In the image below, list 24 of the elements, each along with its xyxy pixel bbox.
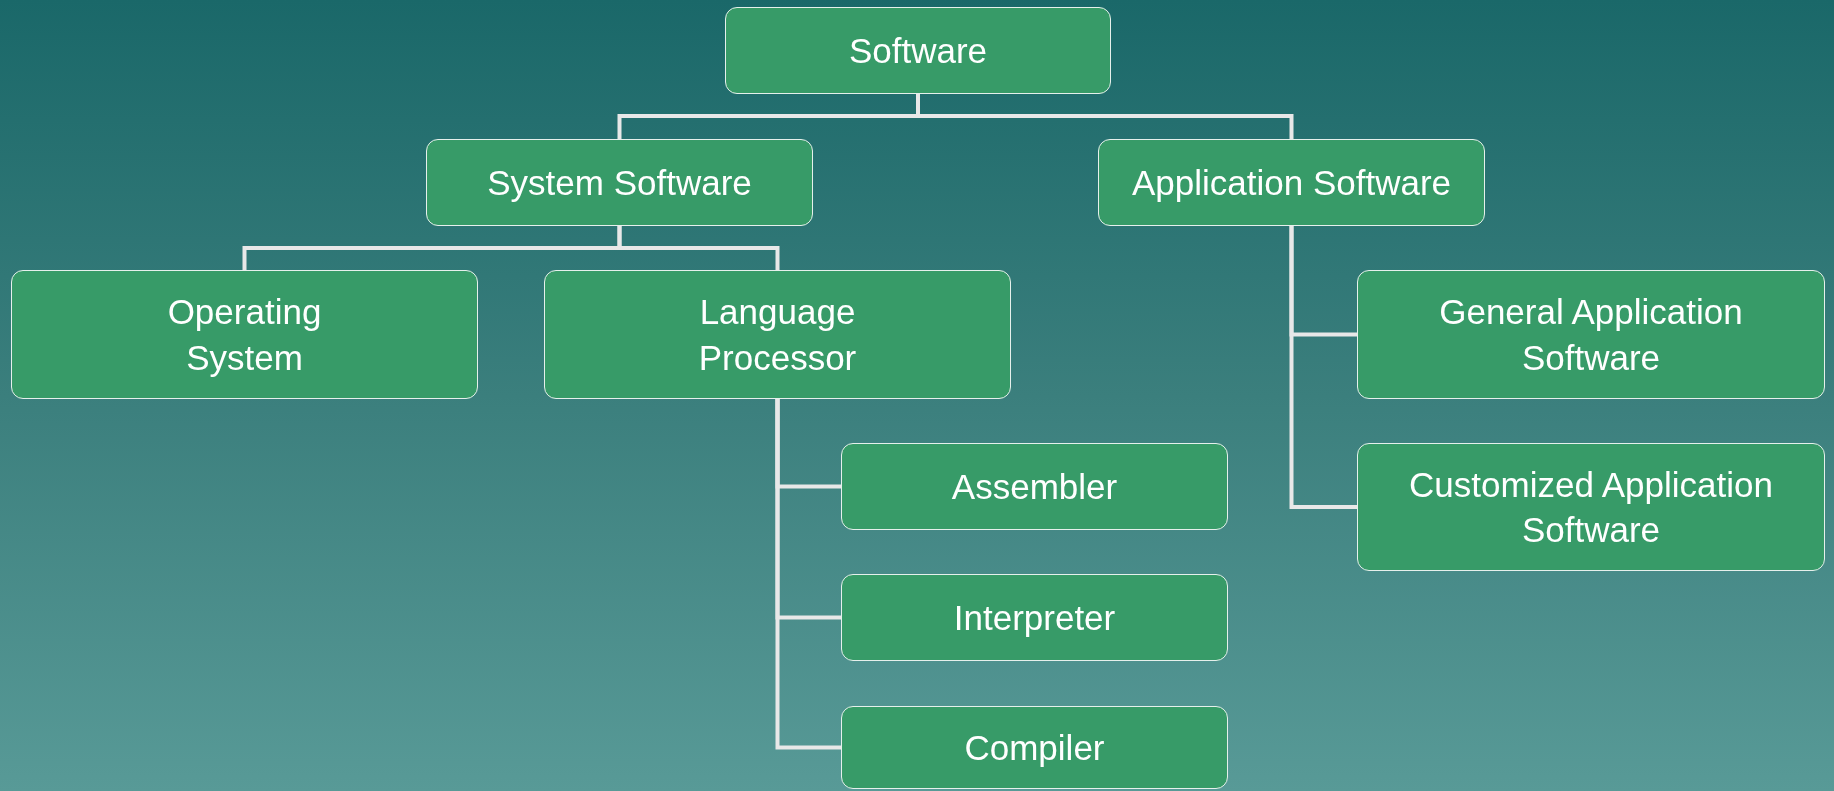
- connector-line: [775, 399, 841, 750]
- category-box: [725, 7, 1111, 94]
- connector-line: [1289, 226, 1357, 509]
- box-label: General Application Software: [1438, 291, 1744, 379]
- category-box: [841, 574, 1228, 661]
- category-box: [841, 443, 1228, 530]
- box-label: System Software: [487, 161, 752, 204]
- box-label: Assembler: [951, 465, 1118, 508]
- category-box: [1357, 443, 1825, 571]
- box-label: Application Software: [1131, 161, 1452, 204]
- box-label: Compiler: [964, 726, 1105, 769]
- category-box: [11, 270, 478, 399]
- box-label: Software: [848, 29, 988, 72]
- box-label: Operating System: [166, 291, 323, 379]
- connector-line: [617, 226, 780, 270]
- category-box: [544, 270, 1011, 399]
- box-label: Customized Application Software: [1408, 463, 1774, 551]
- category-box: [1098, 139, 1485, 226]
- box-label: Interpreter: [953, 596, 1116, 639]
- connector-line: [916, 94, 1294, 139]
- category-box: [1357, 270, 1825, 399]
- box-label: Language Processor: [697, 291, 858, 379]
- category-box: [841, 706, 1228, 789]
- category-box: [426, 139, 813, 226]
